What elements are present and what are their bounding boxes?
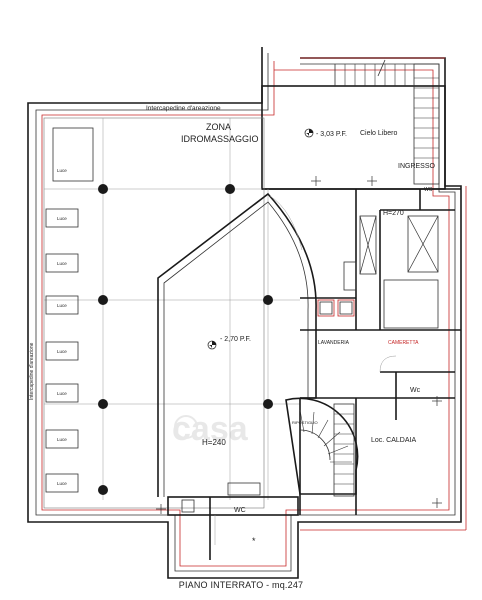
height-right-label: H=270: [383, 210, 404, 217]
corridor-left-label: Intercapedine d'areazione: [29, 342, 35, 400]
light-label: Luce: [57, 481, 67, 486]
wc-right-label: Wc: [410, 387, 421, 394]
light-label: Luce: [57, 437, 67, 442]
height-main-label: H=240: [202, 438, 226, 447]
watermark-logo-icon: [174, 415, 198, 439]
lavanderia-label: LAVANDERIA: [318, 340, 350, 346]
ripostiglio-label: RIPOSTIGLIO: [292, 420, 318, 425]
light-label: Luce: [57, 391, 67, 396]
light-wells: [45, 208, 79, 493]
outer-wall-inner: [35, 53, 456, 572]
level-main-label: - 2,70 P.F.: [220, 336, 251, 343]
cielo-libero-room: [261, 85, 446, 190]
zona-label-line1: ZONA: [206, 122, 231, 132]
plan-caption: PIANO INTERRATO - mq.247: [178, 580, 304, 590]
cielo-libero-label: Cielo Libero: [360, 130, 397, 137]
pillar: [98, 295, 108, 305]
kitchenette: [343, 215, 439, 329]
upper-stair: [334, 59, 440, 185]
corridor-top-label: Intercapedine d'areazione: [146, 105, 221, 112]
caldaia-label: Loc. CALDAIA: [371, 437, 416, 444]
main-hall: [43, 117, 265, 509]
level-marker-main: [207, 340, 217, 350]
spa-enclosure-inner: [163, 201, 309, 497]
vent-marks: [156, 176, 442, 514]
ingresso-label: INGRESSO: [398, 163, 436, 170]
level-marker-upper: [304, 128, 314, 138]
pillar: [98, 399, 108, 409]
light-label: Luce: [57, 168, 67, 173]
pillar: [98, 184, 108, 194]
light-label: Luce: [57, 303, 67, 308]
wc-small-label: WC: [424, 187, 433, 193]
boundary-red: [41, 61, 450, 567]
door-swing: [269, 195, 303, 251]
zona-label-line2: IDROMASSAGGIO: [181, 134, 259, 144]
right-wing-walls: [299, 189, 461, 515]
light-label: Luce: [57, 261, 67, 266]
door-swing: [379, 355, 397, 373]
laundry-fixtures: [317, 299, 355, 317]
light-label: Luce: [57, 216, 67, 221]
outer-wall: [27, 47, 462, 579]
spiral-stair: [285, 397, 359, 497]
star-marker: *: [252, 536, 256, 546]
light-label: Luce: [57, 349, 67, 354]
pillar: [263, 295, 273, 305]
cameretta-label: CAMERETTA: [388, 340, 419, 346]
spa-pool: [52, 127, 94, 182]
level-upper-label: - 3,03 P.F.: [316, 131, 347, 138]
wc-bottom-label: WC: [234, 507, 246, 514]
pillar: [225, 184, 235, 194]
bottom-wc: [167, 482, 299, 560]
pillar: [98, 485, 108, 495]
spa-enclosure: [157, 192, 317, 497]
pillar: [263, 399, 273, 409]
